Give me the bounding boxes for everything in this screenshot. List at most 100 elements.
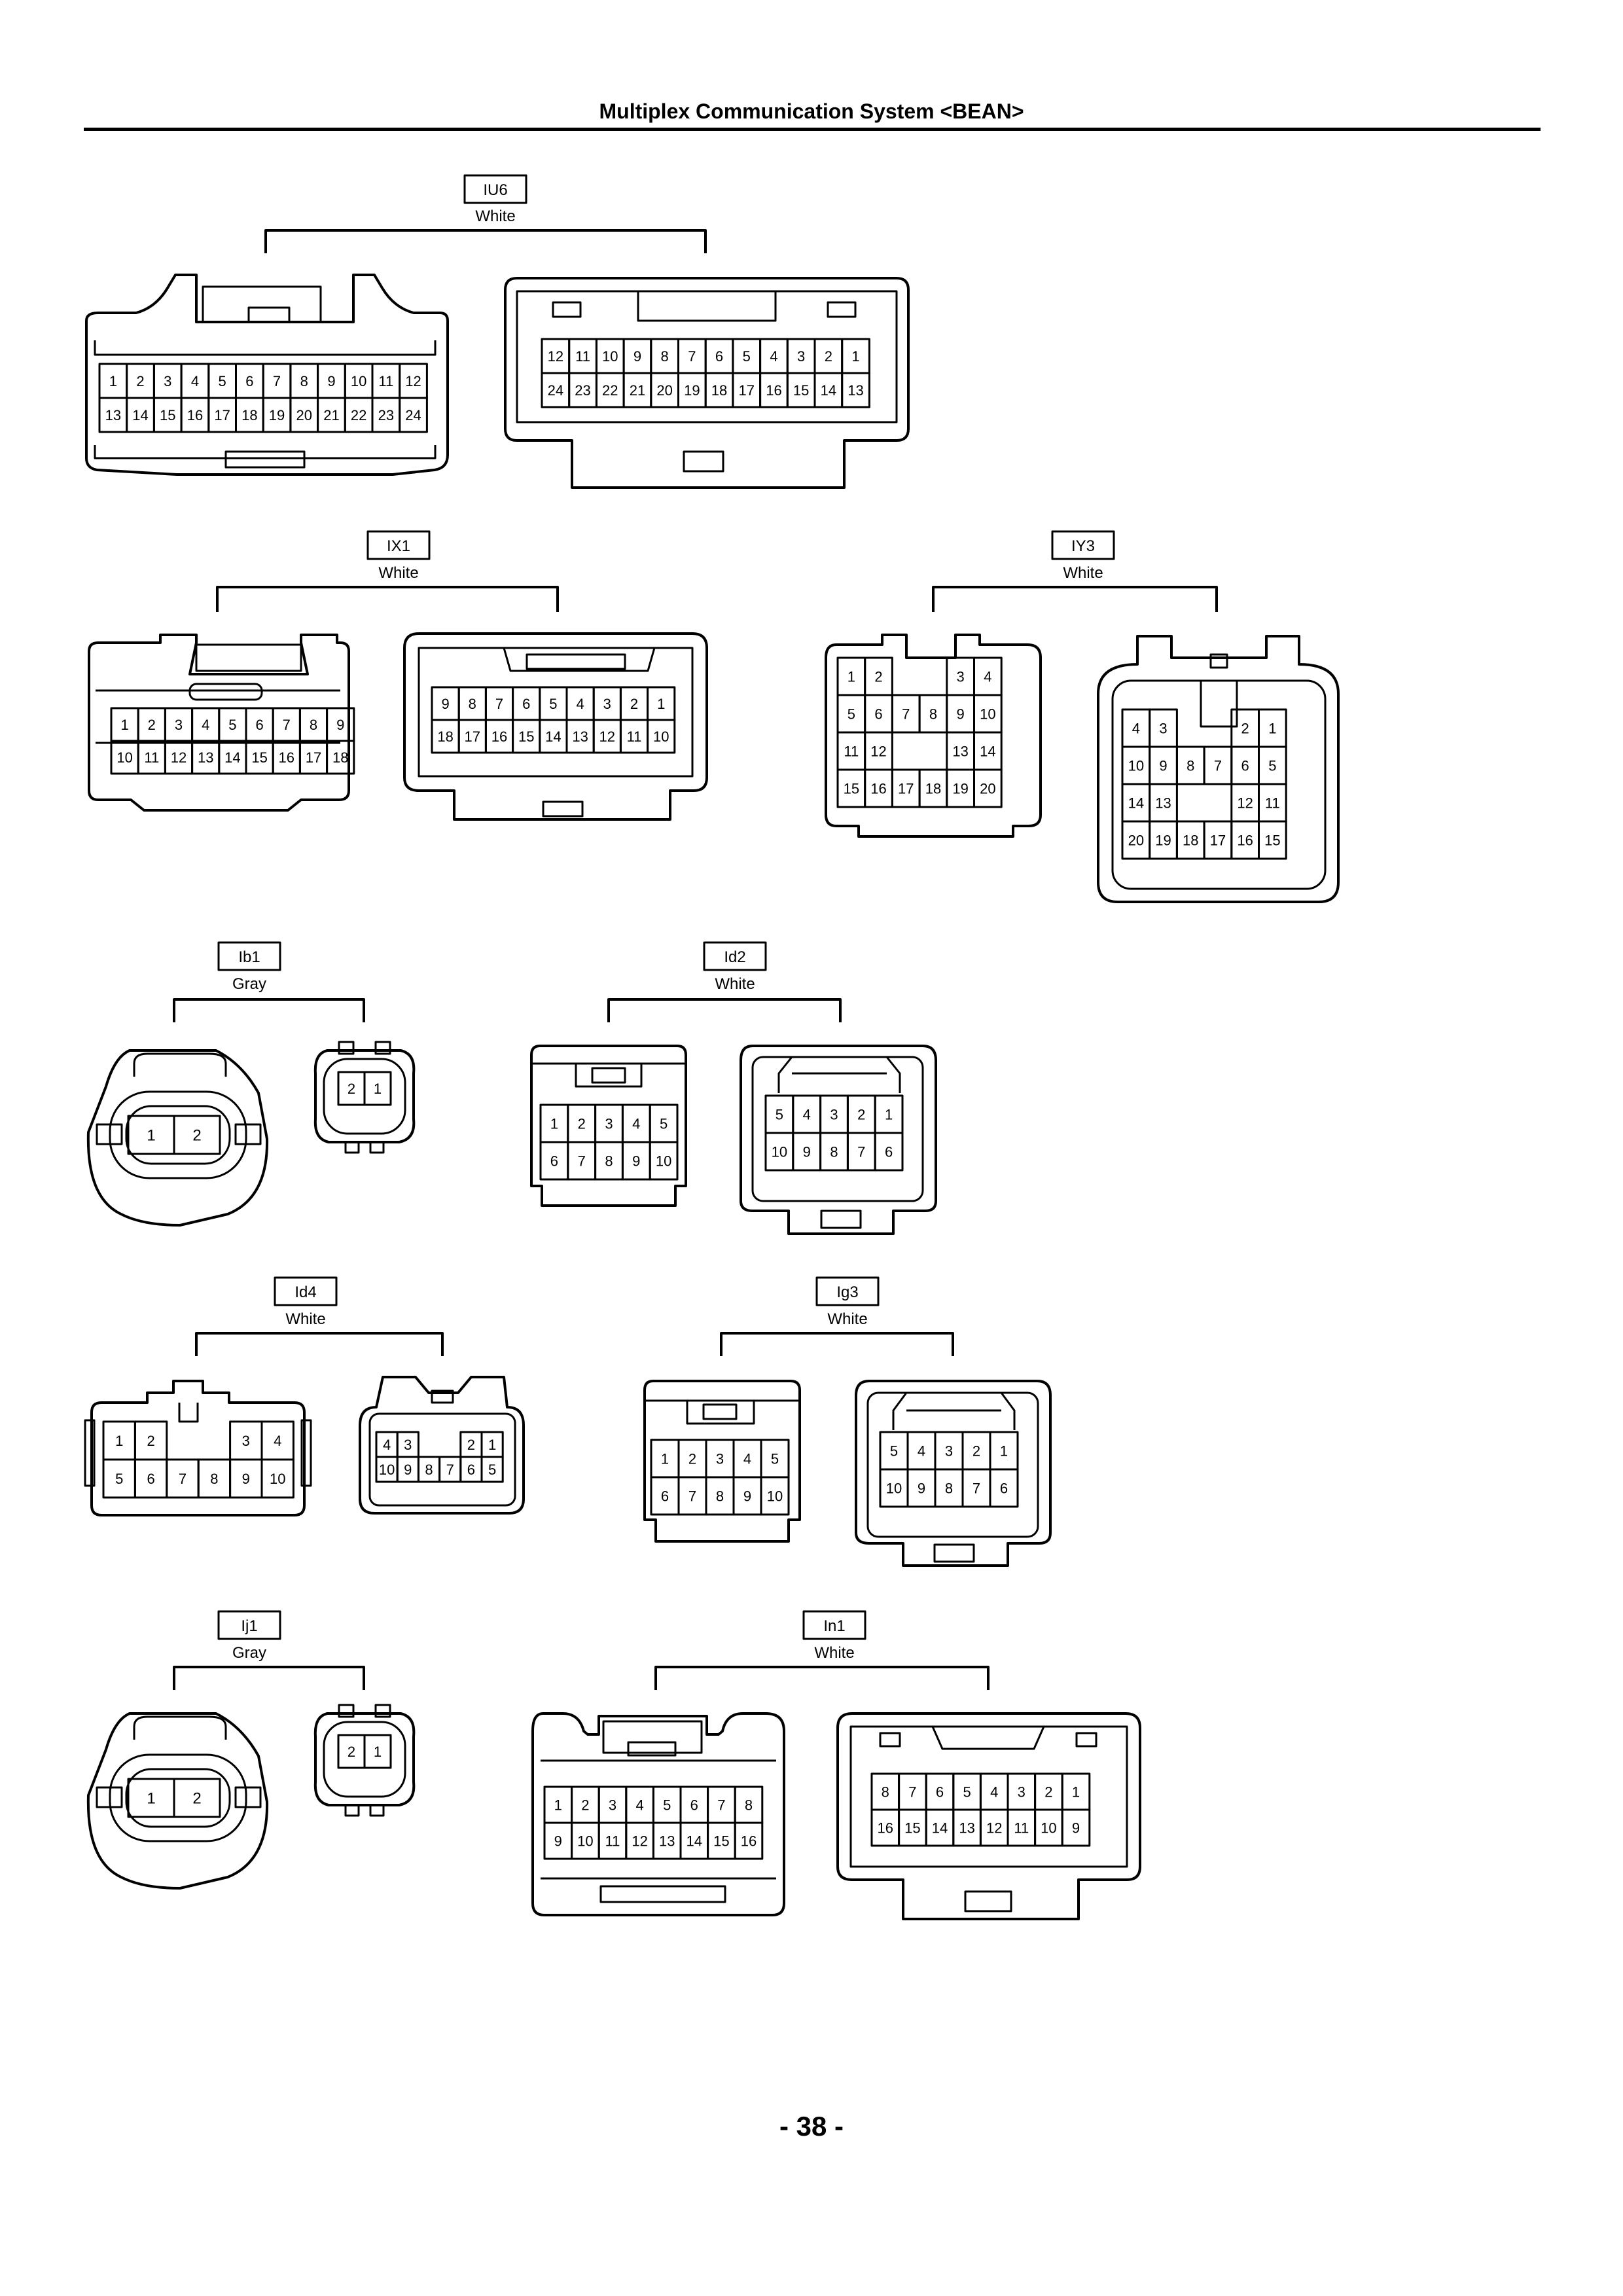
pin-number: 7: [283, 717, 291, 733]
pin-number: 7: [688, 348, 696, 365]
pin-number: 3: [716, 1450, 724, 1467]
pin-number: 10: [653, 728, 669, 745]
pin-number: 2: [348, 1744, 355, 1760]
pin-number: 3: [603, 696, 611, 712]
pin-number: 13: [959, 1820, 974, 1836]
pin-number: 9: [743, 1488, 751, 1504]
pin-number: 4: [1132, 720, 1140, 736]
pin-number: 6: [147, 1471, 154, 1487]
pin-number: 7: [717, 1797, 725, 1813]
pin-number: 16: [766, 382, 781, 399]
connector-id-label: Id2: [724, 948, 745, 966]
pin-number: 11: [1014, 1820, 1029, 1836]
pin-number: 1: [657, 696, 665, 712]
pin-number: 3: [797, 348, 805, 365]
pin-number: 20: [296, 407, 312, 423]
pin-number: 17: [214, 407, 230, 423]
pin-number: 5: [890, 1443, 898, 1459]
pin-number: 8: [830, 1143, 838, 1160]
pin-number: 24: [405, 407, 421, 423]
header-rule: [84, 128, 1541, 131]
pin-number: 13: [105, 407, 121, 423]
pin-number: 21: [630, 382, 645, 399]
connector-id-box: [366, 530, 431, 560]
pin-number: 15: [904, 1820, 920, 1836]
connector-housing: [504, 277, 910, 489]
pin-number: 15: [251, 749, 267, 766]
pin-number: 22: [602, 382, 618, 399]
pin-number: 1: [1000, 1443, 1008, 1459]
pin-number: 18: [332, 749, 348, 766]
pin-number: 1: [1268, 720, 1276, 736]
connector-color-label: White: [827, 1310, 867, 1328]
cavity-gap: [892, 732, 946, 770]
pin-number: 6: [255, 717, 263, 733]
connector-bracket: [654, 1666, 990, 1690]
pin-number: 6: [690, 1797, 698, 1813]
pin-number: 17: [306, 749, 321, 766]
pin-number: 1: [109, 373, 117, 389]
connector-id-box: [274, 1276, 338, 1306]
connector-color-label: White: [715, 975, 755, 993]
connector-id-label: Ib1: [238, 948, 260, 966]
pin-number: 1: [488, 1437, 496, 1453]
pin-cell: [260, 1458, 294, 1499]
pin-number: 6: [936, 1784, 944, 1800]
pin-cell: [363, 1071, 392, 1106]
pin-number: 10: [116, 749, 132, 766]
pin-number: 15: [1264, 832, 1280, 848]
connector-housing: [740, 1045, 937, 1235]
pin-number: 3: [957, 668, 965, 685]
pin-number: 1: [885, 1106, 893, 1122]
cavity-gap: [892, 658, 946, 695]
pin-number: 17: [1210, 832, 1226, 848]
pin-cell: [874, 1132, 904, 1172]
pin-number: 8: [1186, 757, 1194, 774]
pin-number: 4: [770, 348, 777, 365]
connector-color-label: White: [378, 564, 418, 582]
connector-housing: [836, 1712, 1141, 1920]
page-title: Multiplex Communication System <BEAN>: [599, 99, 1024, 123]
pin-number: 6: [550, 1153, 558, 1169]
pin-number: 9: [803, 1143, 811, 1160]
pin-number: 6: [715, 348, 723, 365]
pin-number: 9: [1072, 1820, 1080, 1836]
pin-number: 14: [132, 407, 148, 423]
pin-number: 15: [160, 407, 175, 423]
pin-number: 23: [575, 382, 590, 399]
pin-number: 20: [656, 382, 672, 399]
connector-housing: [88, 634, 350, 812]
connector-bracket: [195, 1332, 444, 1356]
pin-number: 14: [224, 749, 240, 766]
pin-number: 3: [1018, 1784, 1026, 1800]
connector-bracket: [607, 998, 842, 1022]
connector-bracket: [932, 586, 1218, 612]
pin-number: 10: [1041, 1820, 1056, 1836]
connector-id-box: [815, 1276, 880, 1306]
pin-cell: [760, 1476, 790, 1516]
connector-bracket: [216, 586, 559, 612]
pin-number: 7: [1214, 757, 1222, 774]
connector-housing: [855, 1380, 1052, 1567]
pin-number: 7: [446, 1462, 454, 1478]
pin-number: 19: [1155, 832, 1171, 848]
pin-number: 18: [925, 780, 941, 797]
pin-number: 14: [687, 1833, 702, 1849]
pin-cell: [841, 372, 870, 408]
pin-cell: [326, 740, 355, 775]
pin-number: 1: [661, 1450, 669, 1467]
pin-number: 1: [554, 1797, 562, 1813]
pin-number: 2: [467, 1437, 475, 1453]
